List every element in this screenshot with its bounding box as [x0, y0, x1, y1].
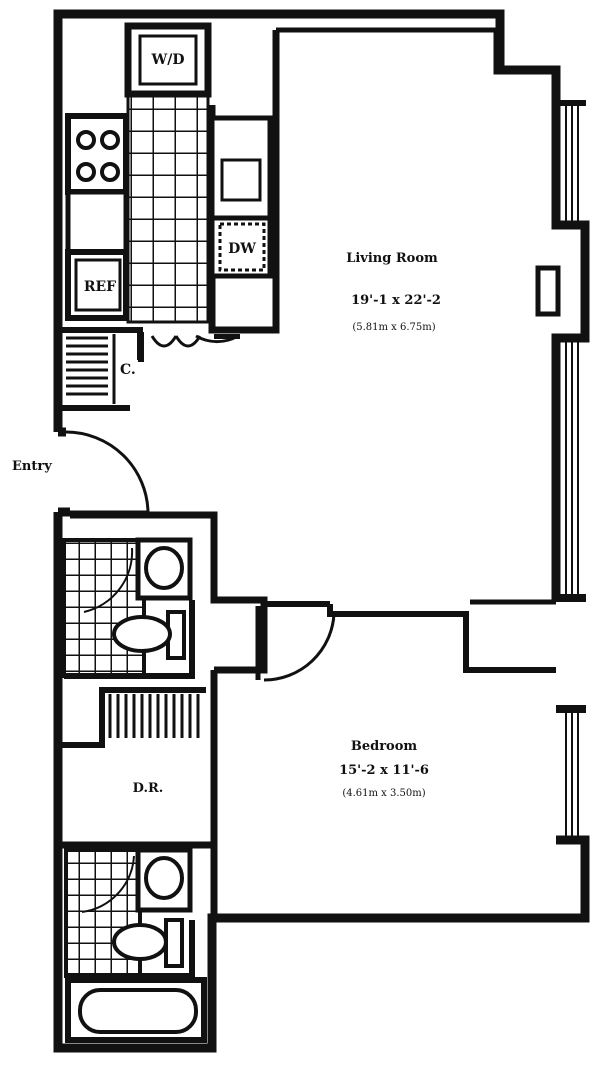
closet-bifold-door — [150, 335, 202, 348]
sink-icon — [144, 856, 184, 900]
sink-icon — [144, 546, 184, 590]
kitchen: W/D REF DW — [65, 22, 280, 334]
dishwasher — [218, 222, 266, 272]
burner-icon — [100, 162, 120, 182]
bedroom-metric: (4.61m x 3.50m) — [342, 788, 425, 799]
toilet-icon — [112, 615, 172, 653]
bathroom-door-swing — [81, 855, 135, 913]
bathroom-lower — [64, 847, 207, 1043]
bedroom: Bedroom 15'-2 x 11'-6 (4.61m x 3.50m) — [210, 599, 556, 918]
bathroom-door-swing — [83, 547, 134, 613]
front-closet: C. — [58, 327, 240, 411]
dishwasher-label: DW — [228, 241, 256, 257]
washer-dryer — [138, 34, 198, 86]
living-room-dims: 19'-1 x 22'-2 — [351, 293, 441, 308]
closet-label: C. — [120, 362, 136, 378]
living-room: Living Room 19'-1 x 22'-2 (5.81m x 6.75m… — [276, 27, 554, 333]
washer-dryer-label: W/D — [151, 52, 185, 68]
burner-icon — [76, 130, 96, 150]
dressing-room-label: D.R. — [133, 781, 164, 796]
bathtub-basin — [78, 988, 198, 1034]
bedroom-dims: 15'-2 x 11'-6 — [339, 763, 429, 778]
sink-icon — [220, 158, 262, 202]
entry-label: Entry — [12, 459, 52, 474]
counter — [65, 189, 129, 255]
east-windows — [535, 100, 586, 840]
burner-icon — [100, 130, 120, 150]
living-room-metric: (5.81m x 6.75m) — [352, 322, 435, 333]
dressing-room: D.R. — [58, 687, 214, 849]
living-room-name: Living Room — [346, 251, 438, 266]
bedroom-name: Bedroom — [351, 739, 418, 754]
entry-door — [58, 427, 150, 517]
entry-door-swing — [65, 430, 150, 513]
bedroom-door-swing — [263, 613, 336, 682]
toilet-icon — [112, 923, 168, 961]
kitchen-tile-floor — [126, 90, 210, 324]
burner-icon — [76, 162, 96, 182]
refrigerator-label: REF — [84, 279, 116, 295]
cooktop — [65, 113, 129, 195]
bathroom-upper — [62, 511, 268, 679]
toilet-tank — [164, 918, 184, 968]
